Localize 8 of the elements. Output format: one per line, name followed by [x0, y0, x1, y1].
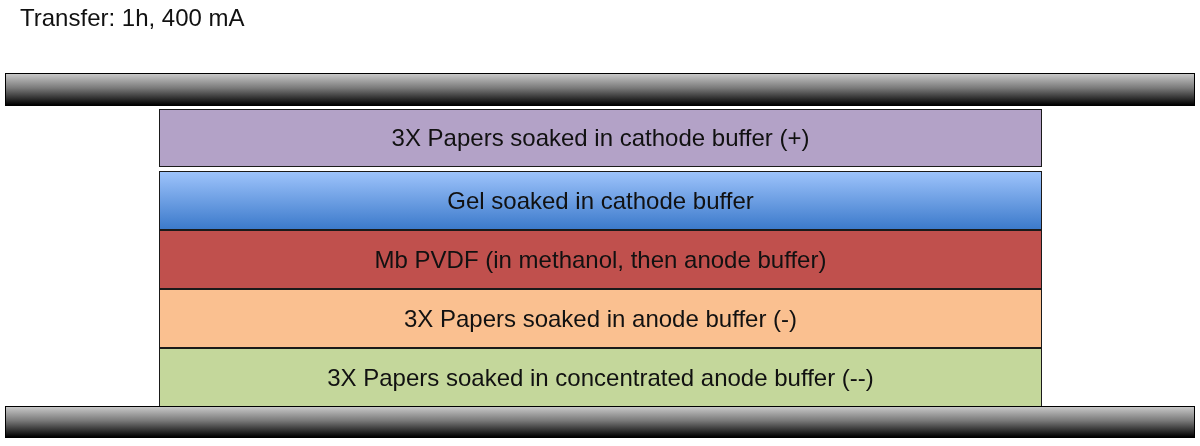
filter-paper-layer: 3X Papers soaked in concentrated anode buffer (--)	[159, 348, 1042, 407]
filter-paper-layer: 3X Papers soaked in cathode buffer (+)	[159, 109, 1042, 167]
electrode-plate	[5, 406, 1195, 438]
title-text: Transfer: 1h, 400 mA	[20, 4, 245, 32]
electrode-plate	[5, 73, 1195, 106]
gel-layer: Gel soaked in cathode buffer	[159, 171, 1042, 230]
membrane-layer: Mb PVDF (in methanol, then anode buffer)	[159, 230, 1042, 289]
filter-paper-layer: 3X Papers soaked in anode buffer (-)	[159, 289, 1042, 348]
